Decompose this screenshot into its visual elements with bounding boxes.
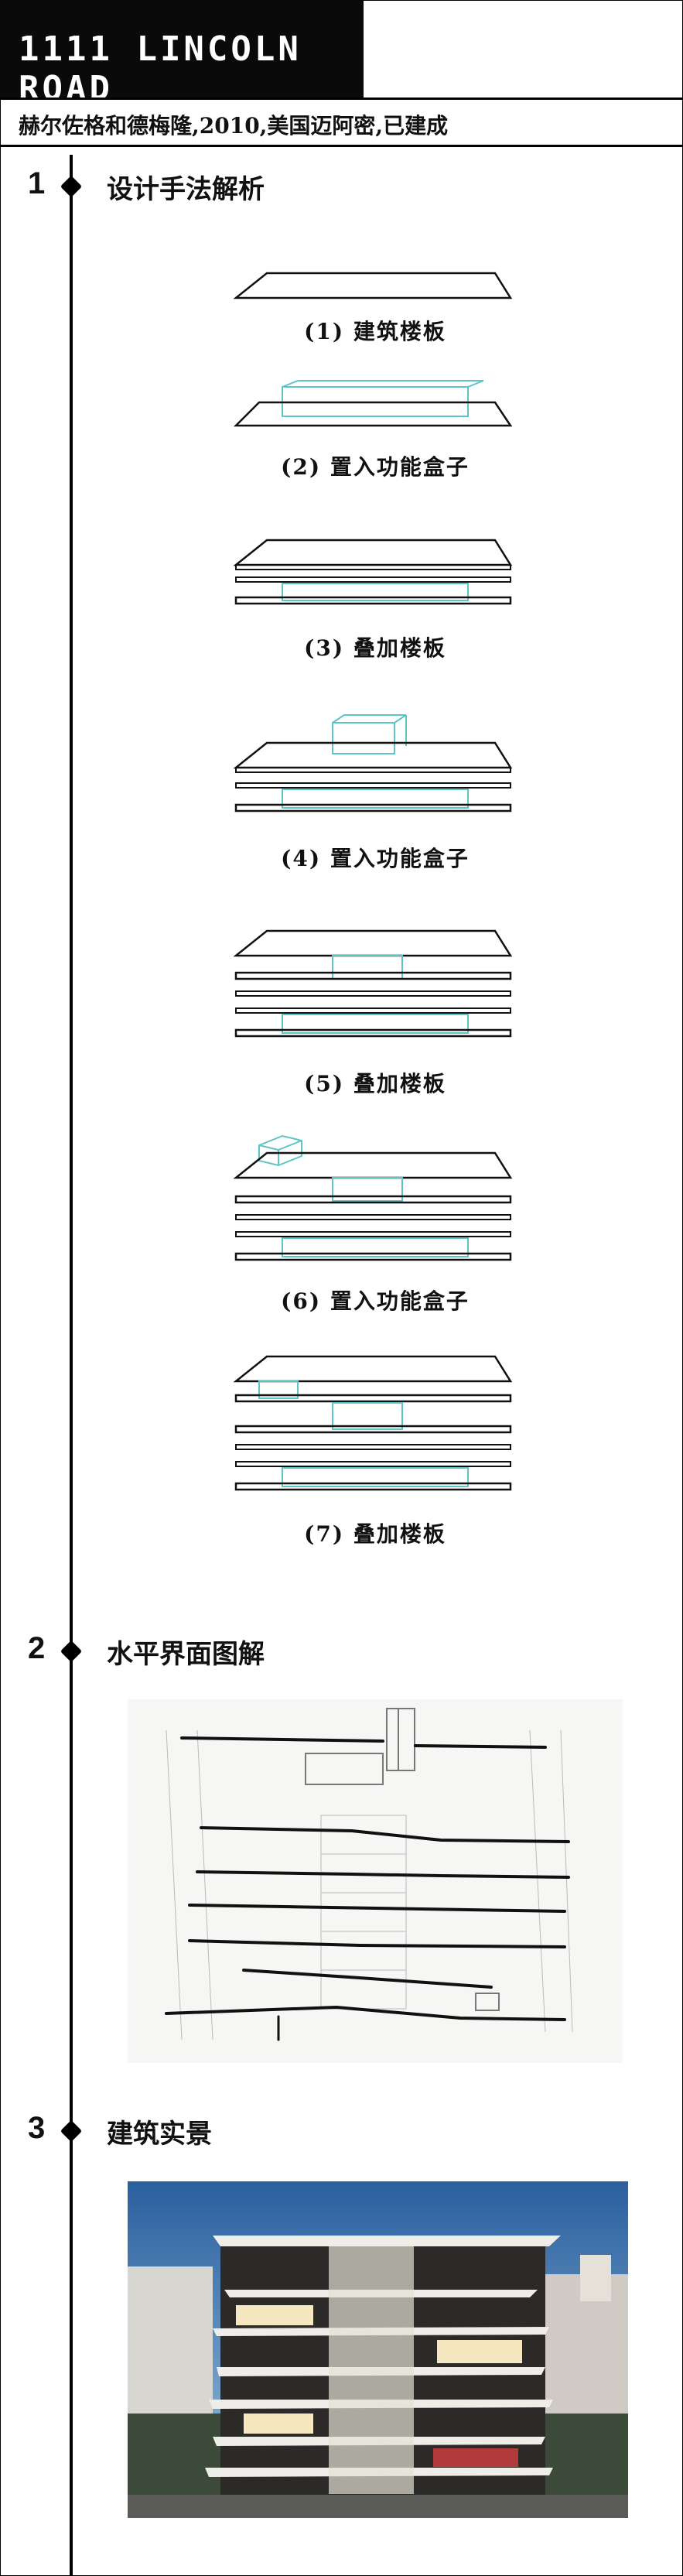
step-caption: (2) 置入功能盒子 (281, 454, 470, 480)
step-caption: (6) 置入功能盒子 (281, 1288, 470, 1314)
section-heading-2: 2 水平界面图解 (0, 1631, 683, 1678)
section-number: 2 (28, 1631, 46, 1665)
diagram-step-5: (5) 叠加楼板 (228, 925, 522, 1103)
step-caption: (4) 置入功能盒子 (281, 846, 470, 871)
section-number: 3 (28, 2111, 46, 2145)
page-title: 1111 LINCOLN ROAD (19, 29, 302, 108)
section-heading-1: 1 设计手法解析 (0, 166, 683, 213)
diagram-step-2: (2) 置入功能盒子 (228, 379, 522, 487)
section-label: 建筑实景 (107, 2119, 212, 2150)
stacked-slabs-diagram (233, 539, 513, 605)
slab-with-box-diagram (233, 380, 513, 427)
step-caption: (3) 叠加楼板 (304, 635, 446, 661)
subtitle-bar: 赫尔佐格和德梅隆,2010,美国迈阿密,已建成 (0, 97, 683, 147)
building-photo (128, 2181, 628, 2518)
step-caption: (1) 建筑楼板 (304, 319, 446, 344)
title-bar: 1111 LINCOLN ROAD (0, 0, 364, 108)
bullet-diamond-icon (60, 1640, 83, 1663)
diagram-step-3: (3) 叠加楼板 (228, 534, 522, 665)
section-label: 水平界面图解 (107, 1639, 265, 1670)
diagram-step-4: (4) 置入功能盒子 (228, 712, 522, 882)
rooftop-box-diagram (233, 1134, 513, 1261)
final-stack-diagram (233, 1355, 513, 1491)
page-subtitle: 赫尔佐格和德梅隆,2010,美国迈阿密,已建成 (19, 113, 449, 139)
section-sketch-image (128, 1699, 623, 2063)
timeline-spine (70, 155, 73, 2576)
diagram-step-7: (7) 叠加楼板 (228, 1350, 522, 1559)
section-heading-3: 3 建筑实景 (0, 2111, 683, 2157)
building-photo-illustration (128, 2181, 628, 2518)
section-label: 设计手法解析 (107, 174, 265, 205)
diagram-step-1: (1) 建筑楼板 (228, 267, 522, 360)
diagram-step-6: (6) 置入功能盒子 (228, 1130, 522, 1323)
step-caption: (7) 叠加楼板 (304, 1521, 446, 1547)
building-section-drawing (165, 1708, 573, 2041)
bullet-diamond-icon (60, 2119, 83, 2143)
step-caption: (5) 叠加楼板 (304, 1071, 446, 1096)
section-number: 1 (28, 166, 46, 200)
bullet-diamond-icon (60, 175, 83, 198)
upper-box-diagram (233, 714, 513, 812)
floor-slab-diagram (233, 272, 513, 299)
stacked-slabs-diagram (233, 929, 513, 1038)
